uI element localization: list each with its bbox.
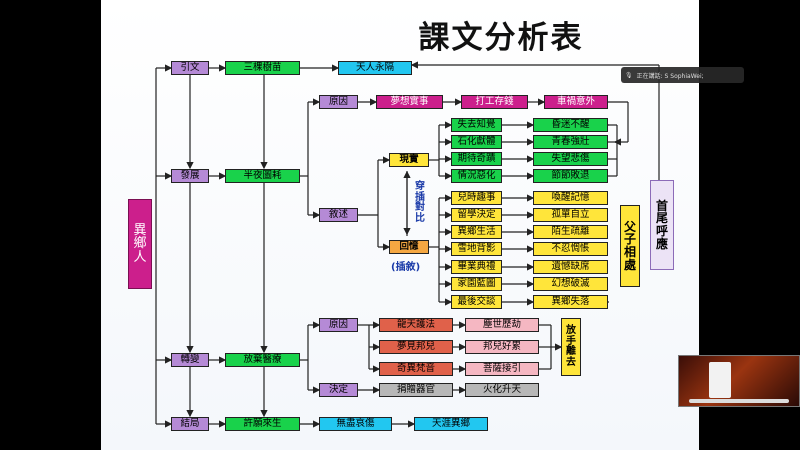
ending-step-2: 天涯異鄉 xyxy=(414,417,488,431)
turn-cause-pair-left: 夢見邦兒 xyxy=(379,340,453,354)
thumbnail-dock xyxy=(689,399,789,403)
slide: 課文分析表 xyxy=(101,0,699,450)
theme-box: 天人永隔 xyxy=(338,61,412,75)
thumbnail-window xyxy=(709,362,731,398)
decision-label: 決定 xyxy=(319,383,358,397)
cause-step-1: 夢想實事 xyxy=(376,95,443,109)
memory-pair-right: 遺憾缺席 xyxy=(533,260,608,274)
turn-cause-pair-left: 龍天護法 xyxy=(379,318,453,332)
decision-step-1: 捐贈器官 xyxy=(379,383,453,397)
reality-pair-left: 情況惡化 xyxy=(451,169,502,183)
turn-cause-pair-right: 邦兒好累 xyxy=(465,340,539,354)
reality-pair-right: 節節敗退 xyxy=(533,169,608,183)
stage-turn: 轉變 xyxy=(171,353,209,367)
memory-note: (插敘) xyxy=(391,262,421,273)
main-topic-label: 異鄉人 xyxy=(133,222,147,265)
reality-pair-left: 期待奇蹟 xyxy=(451,152,502,166)
turn-cause-pair-right: 塵世歷劫 xyxy=(465,318,539,332)
father-son-label: 父子相處 xyxy=(623,219,636,272)
memory-pair-left: 異鄉生活 xyxy=(451,225,502,239)
mic-icon: 🎙 xyxy=(625,71,633,79)
reality-pair-left: 石化獻體 xyxy=(451,135,502,149)
speaker-text: 正在講話: S SophiaWei; xyxy=(636,72,704,80)
memory-pair-right: 孤單自立 xyxy=(533,208,608,222)
memory-pair-left: 留學決定 xyxy=(451,208,502,222)
turn-cause-label: 原因 xyxy=(319,318,358,332)
reality-pair-right: 青春強壯 xyxy=(533,135,608,149)
memory-pair-right: 異鄉失落 xyxy=(533,295,608,309)
memory-pair-right: 幻想破滅 xyxy=(533,277,608,291)
turn-item: 放棄醫療 xyxy=(225,353,300,367)
cause-step-2: 打工存錢 xyxy=(461,95,528,109)
memory-pair-left: 雪地背影 xyxy=(451,242,502,256)
memory-pair-left: 兒時趣事 xyxy=(451,191,502,205)
self-video-thumbnail[interactable] xyxy=(678,355,800,407)
main-topic-box: 異鄉人 xyxy=(128,199,152,289)
interleave-label: 穿插對比 xyxy=(413,178,427,228)
speaker-indicator: 🎙 正在講話: S SophiaWei; xyxy=(621,67,744,83)
cause-label: 原因 xyxy=(319,95,358,109)
turn-cause-pair-right: 菩薩接引 xyxy=(465,362,539,376)
turn-cause-pair-left: 奇異梵音 xyxy=(379,362,453,376)
let-go-label: 放手離去 xyxy=(566,325,576,368)
memory-pair-left: 畢業典禮 xyxy=(451,260,502,274)
memory-pair-left: 家園藍圖 xyxy=(451,277,502,291)
stage-ending: 結局 xyxy=(171,417,209,431)
stage-intro: 引文 xyxy=(171,61,209,75)
reality-pair-right: 失望悲傷 xyxy=(533,152,608,166)
reality-pair-right: 昏迷不醒 xyxy=(533,118,608,132)
ending-step-1: 無盡哀傷 xyxy=(319,417,392,431)
ending-item: 許願來生 xyxy=(225,417,300,431)
memory-pair-right: 不忍惆悵 xyxy=(533,242,608,256)
memory-pair-left: 最後交談 xyxy=(451,295,502,309)
echo-label: 首尾呼應 xyxy=(655,198,668,251)
memory-pair-right: 陌生疏離 xyxy=(533,225,608,239)
reality-label: 現實 xyxy=(389,153,429,167)
memory-label: 回憶 xyxy=(389,240,429,254)
echo-box: 首尾呼應 xyxy=(650,180,674,270)
father-son-box: 父子相處 xyxy=(620,205,640,287)
cause-step-3: 車禍意外 xyxy=(544,95,608,109)
narration-label: 敘述 xyxy=(319,208,358,222)
reality-pair-left: 失去知覺 xyxy=(451,118,502,132)
development-item: 半夜圖耗 xyxy=(225,169,300,183)
memory-pair-right: 喚醒記憶 xyxy=(533,191,608,205)
connector-lines xyxy=(155,61,660,428)
intro-item: 三棵樹苗 xyxy=(225,61,300,75)
page-title: 課文分析表 xyxy=(418,20,584,56)
stage-development: 發展 xyxy=(171,169,209,183)
let-go-box: 放手離去 xyxy=(561,318,581,376)
interleave-text: 穿插對比 xyxy=(415,181,425,224)
decision-step-2: 火化升天 xyxy=(465,383,539,397)
